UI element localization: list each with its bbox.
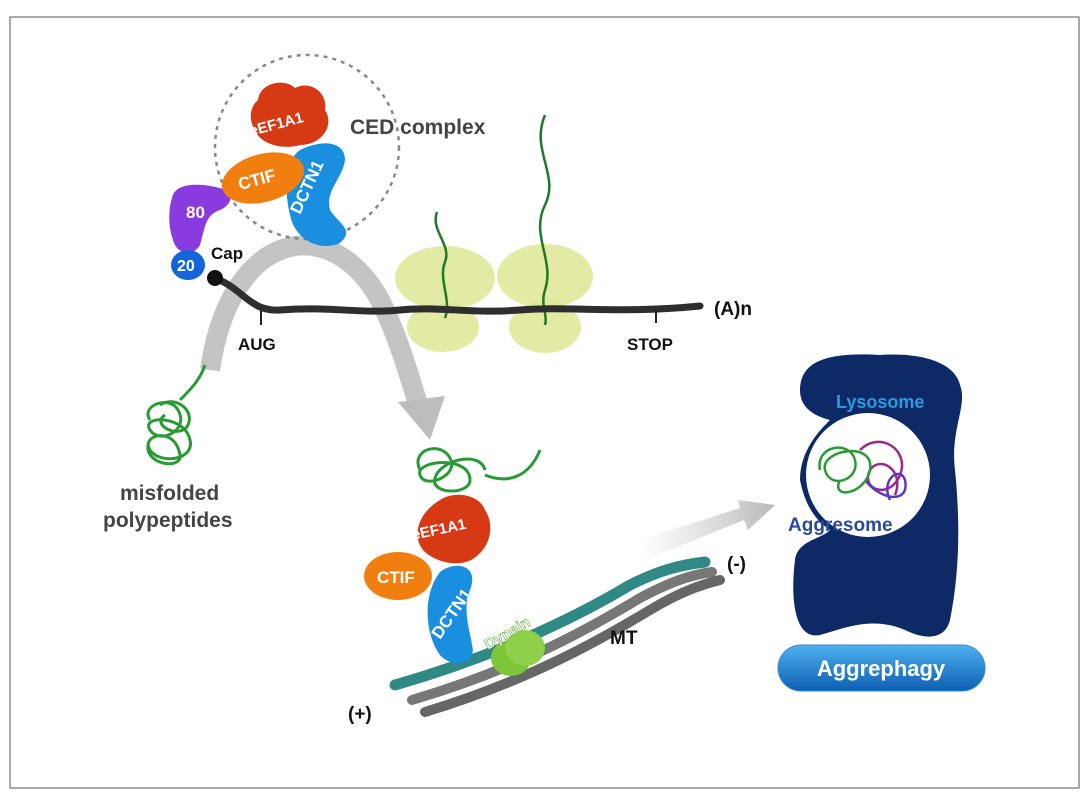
- aug-label: AUG: [238, 335, 276, 354]
- lysosome-label: Lysosome: [836, 392, 924, 412]
- ctif-shape: [221, 152, 305, 204]
- cap-label: Cap: [211, 244, 243, 263]
- minus-end-label: (-): [727, 554, 746, 575]
- polya-label: (A)n: [714, 299, 752, 320]
- lower-polypeptide-icon: [416, 447, 542, 493]
- ctif-lower-shape: [364, 552, 432, 600]
- microtubule: [389, 556, 725, 717]
- aggresome-icon: [818, 440, 907, 501]
- aggrephagy-label: Aggrephagy: [817, 656, 946, 681]
- stop-label: STOP: [627, 335, 673, 354]
- dctn1-lower-shape: [427, 565, 473, 663]
- cbp80-label: 80: [186, 203, 205, 222]
- cbp80-shape: [169, 184, 231, 253]
- mt-label: MT: [610, 628, 638, 649]
- ced-complex-label: CED complex: [350, 116, 486, 139]
- aggrephagy-badge: [777, 644, 986, 692]
- ribosome-2: [497, 114, 593, 353]
- aggresome-label: Aggresome: [788, 515, 893, 536]
- ribosome-1: [395, 211, 495, 352]
- misfolded-label-line2: polypeptides: [103, 509, 233, 532]
- eef1a1-lower-shape: [417, 494, 491, 564]
- plus-end-label: (+): [348, 704, 372, 725]
- transport-arrow-icon: [640, 500, 775, 560]
- cbp20-label: 20: [177, 258, 195, 275]
- misfolded-label-line1: misfolded: [120, 482, 219, 505]
- ctif-lower-label: CTIF: [377, 568, 415, 587]
- dynein-shape-2: [505, 630, 545, 666]
- misfolded-polypeptide-icon: [146, 364, 207, 466]
- eef1a1-shape: [250, 82, 329, 147]
- cbp20-shape: [171, 250, 205, 280]
- mrna-strand: [211, 274, 704, 315]
- cap-dot: [207, 270, 223, 286]
